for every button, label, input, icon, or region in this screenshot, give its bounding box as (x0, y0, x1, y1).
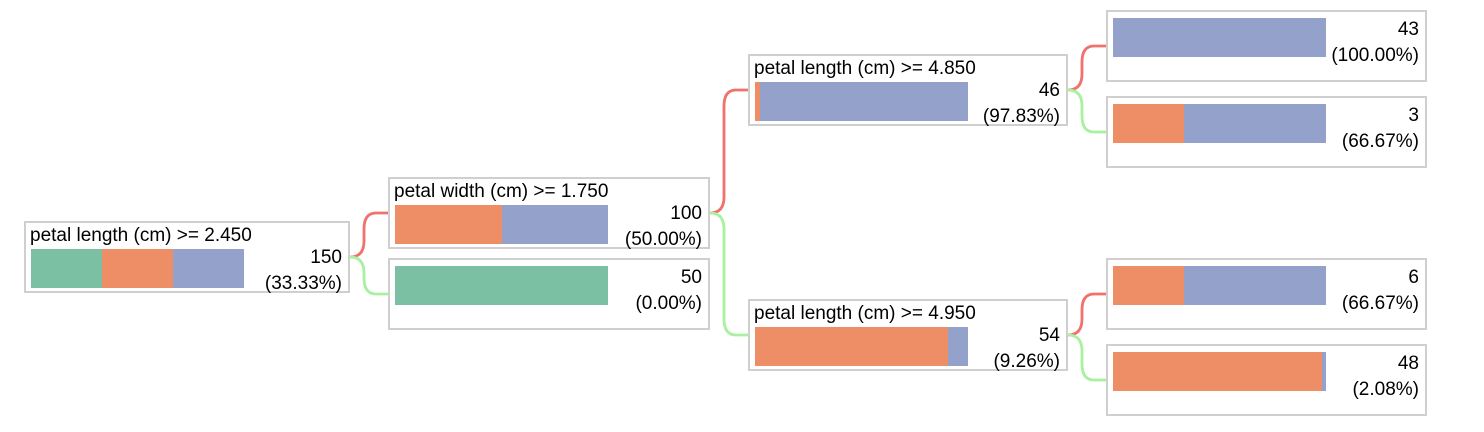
node-percent: (66.67%) (1341, 131, 1419, 152)
tree-node-n100: petal width (cm) >= 1.750 100 (50.00%) (388, 177, 710, 250)
edge-n100-to-n54-green (708, 211, 750, 337)
tree-node-n54: petal length (cm) >= 4.950 54 (9.26%) (748, 299, 1068, 372)
tree-node-n3: 3 (66.67%) (1106, 96, 1427, 168)
edge-n46-to-n3-green (1066, 88, 1108, 134)
bar-segment-orange (1113, 104, 1184, 143)
node-sample-count: 50 (680, 267, 702, 288)
node-sample-count: 150 (310, 247, 342, 268)
edge-n150-to-n50-green (348, 255, 390, 296)
bar-segment-blue (501, 205, 608, 244)
node-stats: 150 (33.33%) (265, 245, 342, 297)
node-stats: 43 (100.00%) (1331, 17, 1419, 69)
bar-segment-green (31, 249, 102, 288)
node-percent: (100.00%) (1331, 45, 1419, 66)
node-percent: (50.00%) (624, 229, 702, 250)
edge-n54-to-n48-green (1066, 333, 1108, 382)
node-sample-count: 54 (1038, 325, 1060, 346)
node-sample-count: 6 (1408, 267, 1419, 288)
node-class-distribution-bar (755, 82, 968, 121)
bar-segment-orange (755, 327, 949, 366)
node-class-distribution-bar (31, 249, 244, 288)
bar-segment-orange (395, 205, 502, 244)
edge-n100-to-n46-red (708, 88, 750, 215)
node-stats: 6 (66.67%) (1342, 265, 1419, 317)
tree-node-n43: 43 (100.00%) (1106, 10, 1427, 82)
node-class-distribution-bar (1113, 104, 1326, 143)
node-class-distribution-bar (395, 205, 608, 244)
bar-segment-blue (172, 249, 244, 288)
node-percent: (9.26%) (993, 351, 1060, 372)
node-split-label: petal length (cm) >= 4.950 (754, 303, 976, 324)
node-percent: (97.83%) (982, 106, 1060, 127)
tree-node-n50: 50 (0.00%) (388, 258, 710, 330)
node-percent: (33.33%) (264, 273, 342, 294)
node-percent: (66.67%) (1341, 293, 1419, 314)
node-class-distribution-bar (1113, 352, 1326, 391)
node-sample-count: 48 (1397, 353, 1419, 374)
node-split-label: petal length (cm) >= 4.850 (754, 58, 976, 79)
edge-n150-to-n100-red (348, 211, 390, 259)
bar-segment-orange (1113, 352, 1322, 391)
bar-segment-blue (948, 327, 968, 366)
bar-segment-blue (1321, 352, 1326, 391)
bar-segment-blue (1113, 18, 1326, 57)
tree-node-n48: 48 (2.08%) (1106, 344, 1427, 416)
node-class-distribution-bar (1113, 18, 1326, 57)
node-percent: (0.00%) (635, 293, 702, 314)
tree-node-n150: petal length (cm) >= 2.450 150 (33.33%) (24, 221, 350, 294)
node-sample-count: 43 (1397, 19, 1419, 40)
node-split-label: petal length (cm) >= 2.450 (30, 225, 252, 246)
bar-segment-blue (1183, 266, 1326, 305)
node-stats: 100 (50.00%) (625, 201, 702, 253)
node-percent: (2.08%) (1352, 379, 1419, 400)
bar-segment-orange (755, 82, 760, 121)
bar-segment-orange (101, 249, 173, 288)
tree-node-n46: petal length (cm) >= 4.850 46 (97.83%) (748, 54, 1068, 127)
node-stats: 3 (66.67%) (1342, 103, 1419, 155)
node-stats: 48 (2.08%) (1352, 351, 1419, 403)
edge-n46-to-n43-red (1066, 44, 1108, 92)
node-stats: 46 (97.83%) (983, 78, 1060, 130)
node-class-distribution-bar (1113, 266, 1326, 305)
tree-node-n6: 6 (66.67%) (1106, 258, 1427, 330)
bar-segment-blue (1183, 104, 1326, 143)
node-sample-count: 100 (670, 203, 702, 224)
bar-segment-green (395, 266, 608, 305)
edge-n54-to-n6-red (1066, 292, 1108, 337)
bar-segment-blue (759, 82, 968, 121)
node-stats: 50 (0.00%) (635, 265, 702, 317)
node-sample-count: 3 (1408, 105, 1419, 126)
node-class-distribution-bar (395, 266, 608, 305)
bar-segment-orange (1113, 266, 1184, 305)
node-sample-count: 46 (1038, 80, 1060, 101)
node-stats: 54 (9.26%) (993, 323, 1060, 375)
node-split-label: petal width (cm) >= 1.750 (394, 181, 609, 202)
node-class-distribution-bar (755, 327, 968, 366)
